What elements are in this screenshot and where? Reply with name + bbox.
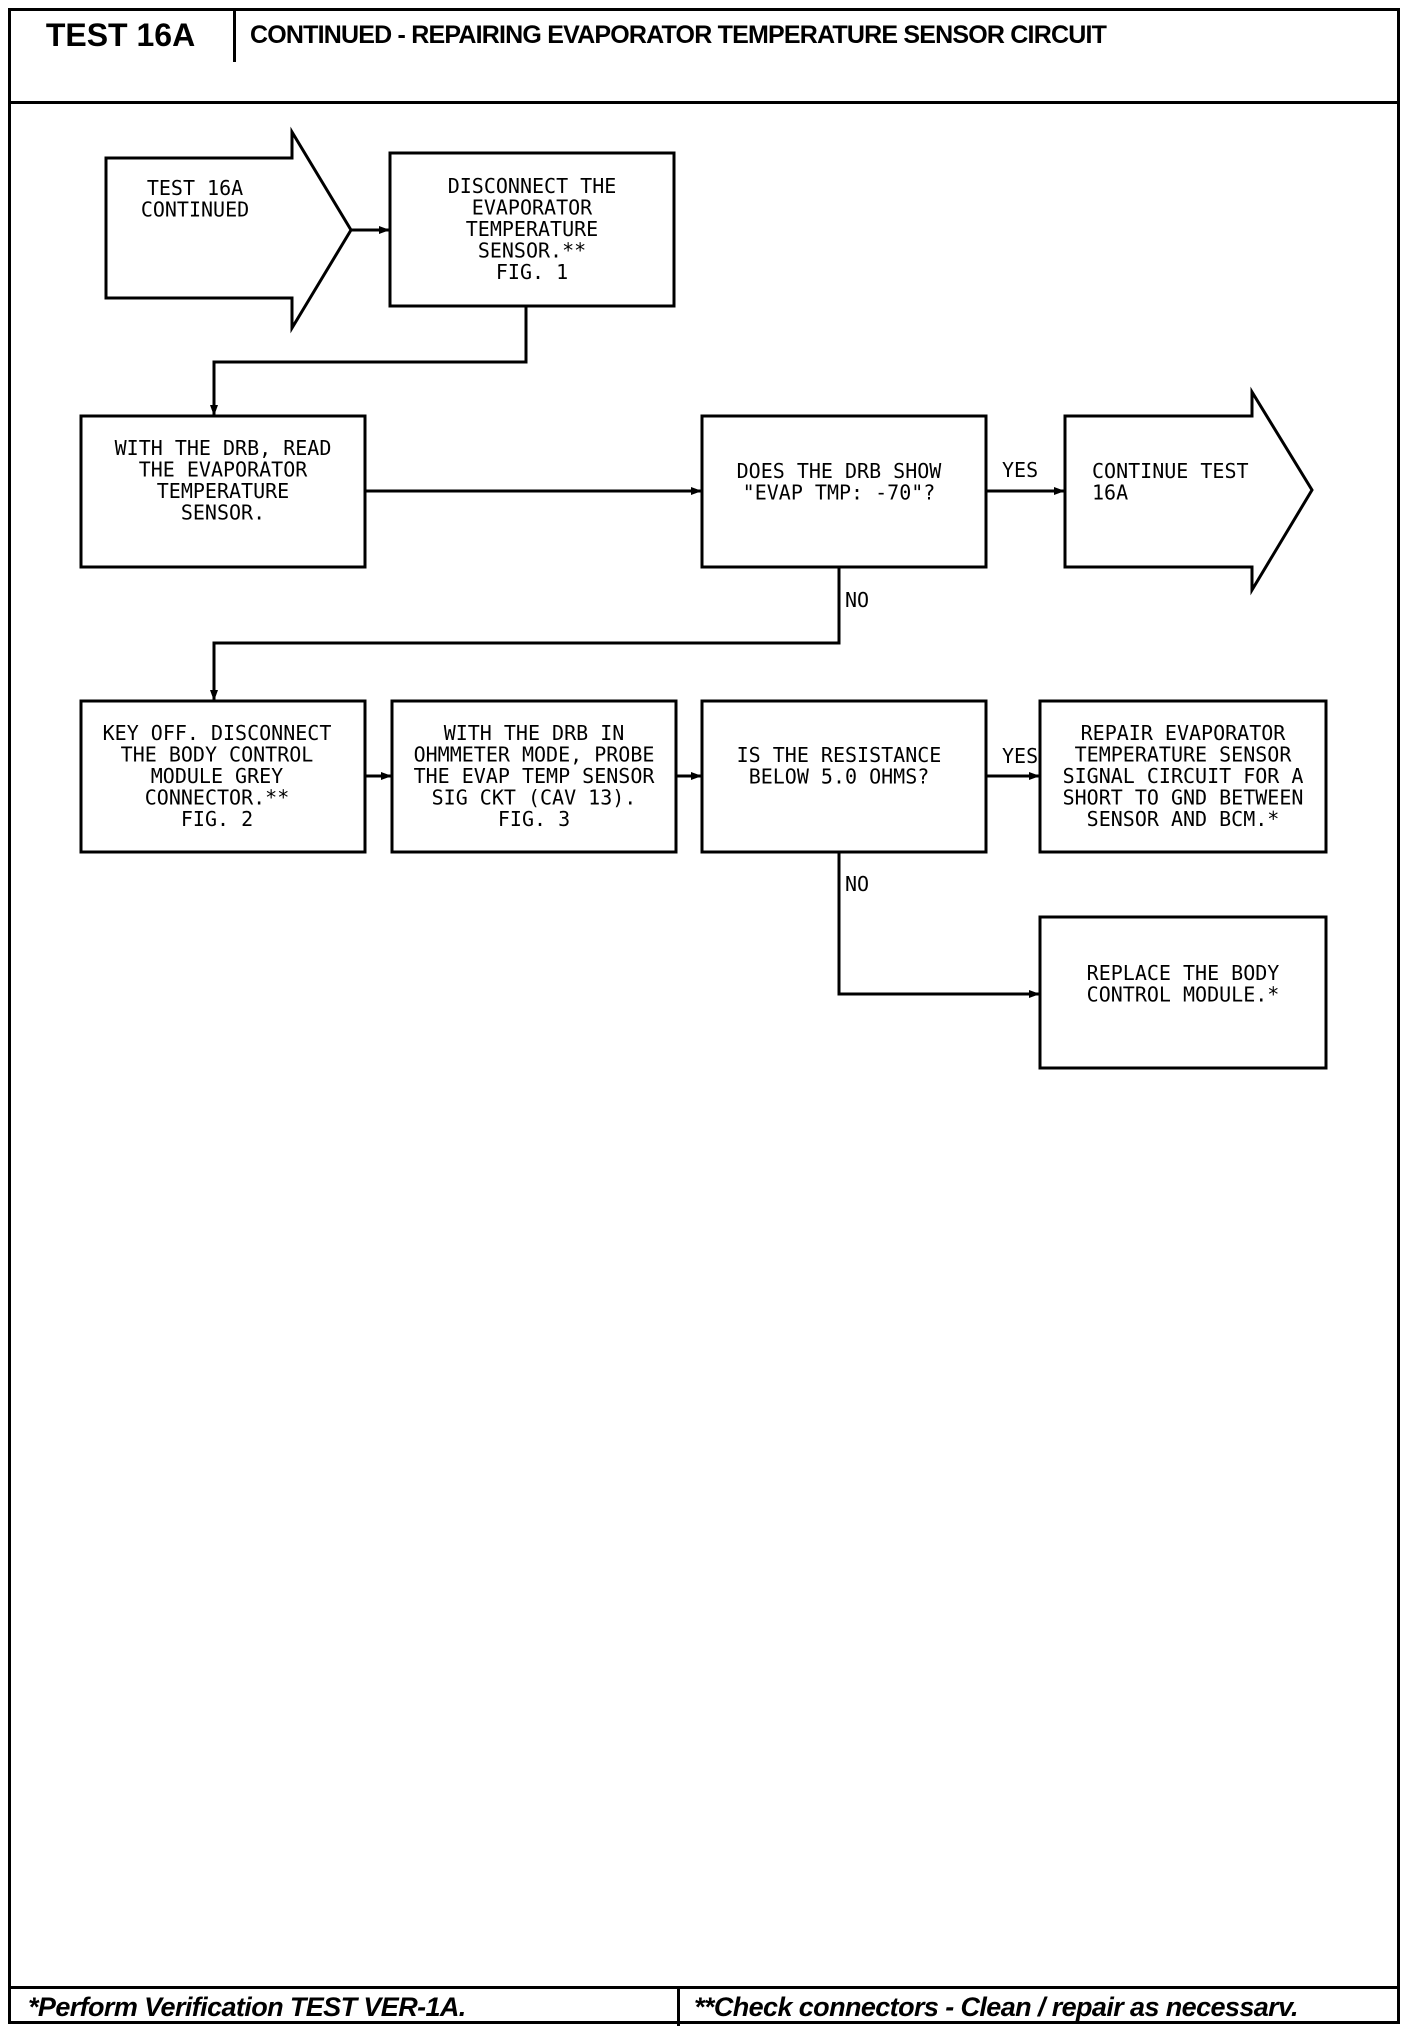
ohmmeter-line-1: WITH THE DRB IN — [444, 721, 625, 745]
key-off-line-2: THE BODY CONTROL — [121, 743, 314, 767]
start-line-2: CONTINUED — [141, 198, 249, 222]
replace-bcm-line-1: REPLACE THE BODY — [1087, 961, 1280, 985]
drb-show-line-2: "EVAP TMP: -70"? — [743, 481, 936, 505]
page-frame — [8, 8, 1400, 2024]
key-off-line-5: FIG. 2 — [181, 807, 253, 831]
repair-short-line-5: SENSOR AND BCM.* — [1087, 807, 1280, 831]
ohmmeter-line-2: OHMMETER MODE, PROBE — [414, 743, 655, 767]
ohmmeter-line-4: SIG CKT (CAV 13). — [432, 786, 637, 810]
replace-bcm-box — [1038, 915, 1328, 1070]
read-sensor-box — [79, 414, 367, 569]
disconnect-sensor-line-4: SENSOR.** — [478, 239, 586, 263]
ohmmeter-line-3: THE EVAP TEMP SENSOR — [414, 764, 656, 788]
test-label: TEST 16A — [8, 8, 236, 62]
continue-test-line-1: CONTINUE TEST — [1092, 459, 1249, 483]
resistance-line-1: IS THE RESISTANCE — [737, 743, 942, 767]
edge-label-no-2: NO — [845, 872, 869, 896]
read-sensor-line-4: SENSOR. — [181, 501, 265, 525]
continue-test-line-2: 16A — [1092, 481, 1128, 505]
drb-show-line-1: DOES THE DRB SHOW — [737, 459, 943, 483]
continue-test-arrow-shape — [1063, 386, 1314, 596]
drb-show-label: DOES THE DRB SHOW"EVAP TMP: -70"? — [737, 459, 943, 505]
start-line-1: TEST 16A — [147, 176, 243, 200]
replace-bcm-line-2: CONTROL MODULE.* — [1087, 983, 1280, 1007]
page-title: CONTINUED - REPAIRING EVAPORATOR TEMPERA… — [250, 20, 1107, 49]
repair-short-line-2: TEMPERATURE SENSOR — [1075, 743, 1293, 767]
key-off-line-4: CONNECTOR.** — [145, 786, 290, 810]
resistance-line-2: BELOW 5.0 OHMS? — [749, 765, 930, 789]
disconnect-sensor-line-1: DISCONNECT THE — [448, 174, 617, 198]
repair-short-line-3: SIGNAL CIRCUIT FOR A — [1063, 764, 1304, 788]
edge-drbshow-no — [210, 567, 841, 701]
ohmmeter-box — [390, 699, 678, 854]
disconnect-sensor-line-3: TEMPERATURE — [466, 217, 598, 241]
repair-short-box — [1038, 699, 1328, 854]
footer-verification-note: *Perform Verification TEST VER-1A. — [28, 1991, 466, 2022]
header-divider — [8, 101, 1400, 104]
start-arrow-shape — [104, 126, 353, 334]
read-sensor-line-3: TEMPERATURE — [157, 479, 289, 503]
footer-separator — [677, 1986, 680, 2026]
key-off-box — [79, 699, 367, 854]
edge-label-yes-1: YES — [1002, 458, 1038, 482]
key-off-line-1: KEY OFF. DISCONNECT — [103, 721, 332, 745]
edge-label-no-1: NO — [845, 588, 869, 612]
edge-label-yes-2: YES — [1002, 744, 1038, 768]
resistance-box — [700, 699, 988, 854]
disconnect-sensor-line-5: FIG. 1 — [496, 260, 568, 284]
edge-disconnect-to-read — [210, 306, 528, 416]
disconnect-sensor-line-2: EVAPORATOR — [472, 196, 593, 220]
footer-divider — [8, 1986, 1400, 1989]
read-sensor-line-1: WITH THE DRB, READ — [115, 436, 332, 460]
footer-connector-note: **Check connectors - Clean / repair as n… — [694, 1991, 1299, 2022]
edge-resistance-no — [837, 852, 1040, 998]
ohmmeter-line-5: FIG. 3 — [498, 807, 570, 831]
key-off-line-3: MODULE GREY — [151, 764, 283, 788]
read-sensor-line-2: THE EVAPORATOR — [139, 458, 309, 482]
repair-short-line-1: REPAIR EVAPORATOR — [1081, 721, 1287, 745]
repair-short-line-4: SHORT TO GND BETWEEN — [1063, 786, 1304, 810]
